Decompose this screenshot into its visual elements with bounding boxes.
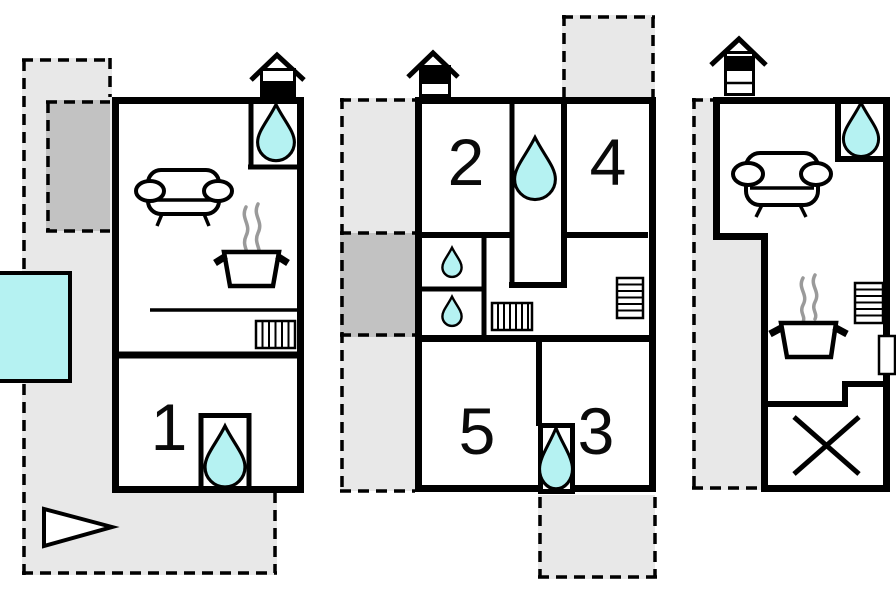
terrace-area: [340, 337, 415, 491]
stove-pot-icon: [213, 249, 290, 289]
window: [877, 334, 896, 376]
chimney-icon: [709, 35, 768, 96]
terrace-area: [692, 98, 761, 490]
terrace-outline: [692, 98, 759, 490]
chimney-icon: [406, 49, 460, 97]
room-number: 4: [590, 125, 627, 199]
terrace-area: [340, 98, 415, 233]
interior-walls: [764, 381, 890, 407]
radiator-icon: [490, 301, 534, 332]
room-number: 5: [459, 394, 496, 468]
steam-icon: [799, 273, 819, 324]
covered-terrace-area: [340, 233, 415, 337]
room-number: 2: [448, 125, 485, 199]
floorplan-right: [692, 35, 896, 492]
covered-terrace-area: [46, 100, 110, 231]
cross-icon: [792, 415, 861, 476]
bathroom-corner: [248, 104, 300, 170]
stairs-icon: [615, 276, 645, 320]
terrace-outline: [340, 15, 657, 579]
chimney-icon: [249, 51, 306, 98]
room-number: 3: [578, 394, 615, 468]
room-number: 1: [151, 390, 188, 464]
stairs-icon: [853, 281, 885, 325]
sofa-icon: [731, 151, 833, 218]
floorplan-middle: 2 4 5 3: [340, 15, 657, 579]
terrace-area: [562, 15, 655, 97]
sofa-icon: [134, 168, 234, 227]
floorplan-left: 1: [0, 51, 306, 575]
radiator-icon: [254, 319, 297, 350]
bathroom-corner: [835, 104, 883, 162]
terrace-area: [538, 495, 655, 579]
interior-walls: [418, 104, 652, 426]
stove-pot-icon: [768, 320, 849, 360]
pool: [0, 271, 72, 383]
entrance-arrow-icon: [42, 506, 120, 549]
